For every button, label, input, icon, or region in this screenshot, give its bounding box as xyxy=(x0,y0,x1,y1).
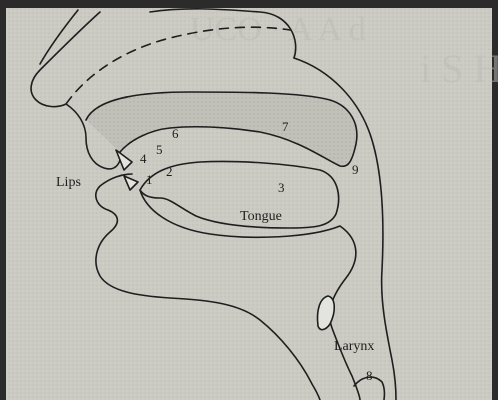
larynx-label: Larynx xyxy=(334,339,374,354)
point-5-label: 5 xyxy=(156,142,163,157)
lips-label: Lips xyxy=(56,175,81,190)
point-7-label: 7 xyxy=(282,119,289,134)
point-6-label: 6 xyxy=(172,126,179,141)
point-9-label: 9 xyxy=(352,162,359,177)
point-2-label: 2 xyxy=(166,164,173,179)
bleed-through-text-2: i S H xyxy=(420,46,498,91)
tongue-label: Tongue xyxy=(240,209,282,224)
point-3-label: 3 xyxy=(278,180,285,195)
point-1-label: 1 xyxy=(146,172,153,187)
point-4-label: 4 xyxy=(140,151,147,166)
point-8-label: 8 xyxy=(366,368,373,383)
